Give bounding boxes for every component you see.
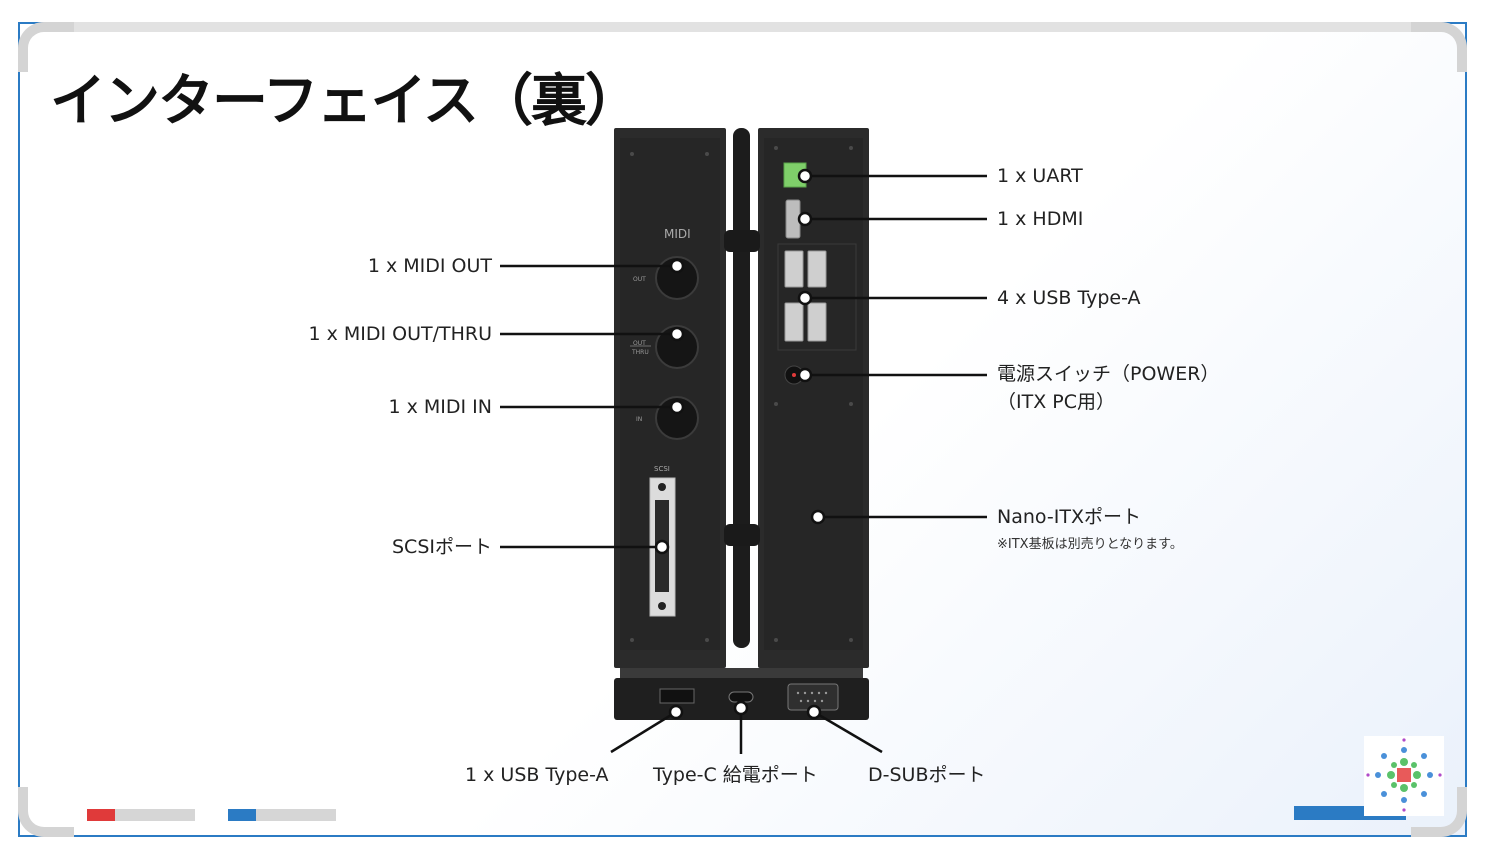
label-midi-out: 1 x MIDI OUT [367,255,492,277]
base-type-c-port [728,691,754,703]
label-dsub: D-SUBポート [868,764,986,786]
usb-a-ports [784,250,827,342]
screws [630,146,853,642]
midi-out-jack [655,256,699,300]
panel-text-out-thru-1: OUT [633,340,646,347]
label-itx-note: ※ITX基板は別売りとなります。 [997,537,1183,552]
center-rail [733,128,750,648]
label-itx: Nano-ITXポート [997,506,1141,528]
label-uart: 1 x UART [997,165,1083,187]
label-power-2: （ITX PC用） [997,391,1115,413]
panel-text-out: OUT [633,276,646,283]
rail-clip-bottom [724,524,760,546]
label-hdmi: 1 x HDMI [997,208,1084,230]
base-usb-a-port [659,688,695,704]
leader-dots [654,168,826,720]
page-title: インターフェイス（裏） [50,69,641,134]
panel-text-in: IN [636,416,642,423]
midi-out-thru-jack [655,325,699,369]
label-scsi: SCSIポート [392,536,492,558]
board-top-edge [70,22,1415,32]
label-type-c: Type-C 給電ポート [653,764,818,786]
corner-top-right [1411,22,1467,72]
logo-icon [1364,736,1444,816]
red-marker [87,809,115,821]
corner-bottom-left [18,787,74,837]
label-midi-in: 1 x MIDI IN [388,396,493,418]
midi-jacks [630,256,699,440]
label-base-usb-a: 1 x USB Type-A [465,764,609,786]
panel-text-out-thru-2: THRU [631,349,649,356]
rail-clip-top [724,230,760,252]
blue-marker [228,809,256,821]
right-tower-inner [764,138,863,650]
label-power-1: 電源スイッチ（POWER） [997,363,1220,385]
leader-lines [500,174,987,754]
panel-text-midi: MIDI [664,227,691,241]
label-midi-out-thru: 1 x MIDI OUT/THRU [308,323,492,345]
corner-top-left [18,22,74,72]
panel-text-scsi: SCSI [654,465,670,473]
label-usb-a-4: 4 x USB Type-A [997,287,1141,309]
corner-bottom-right [1411,787,1467,837]
